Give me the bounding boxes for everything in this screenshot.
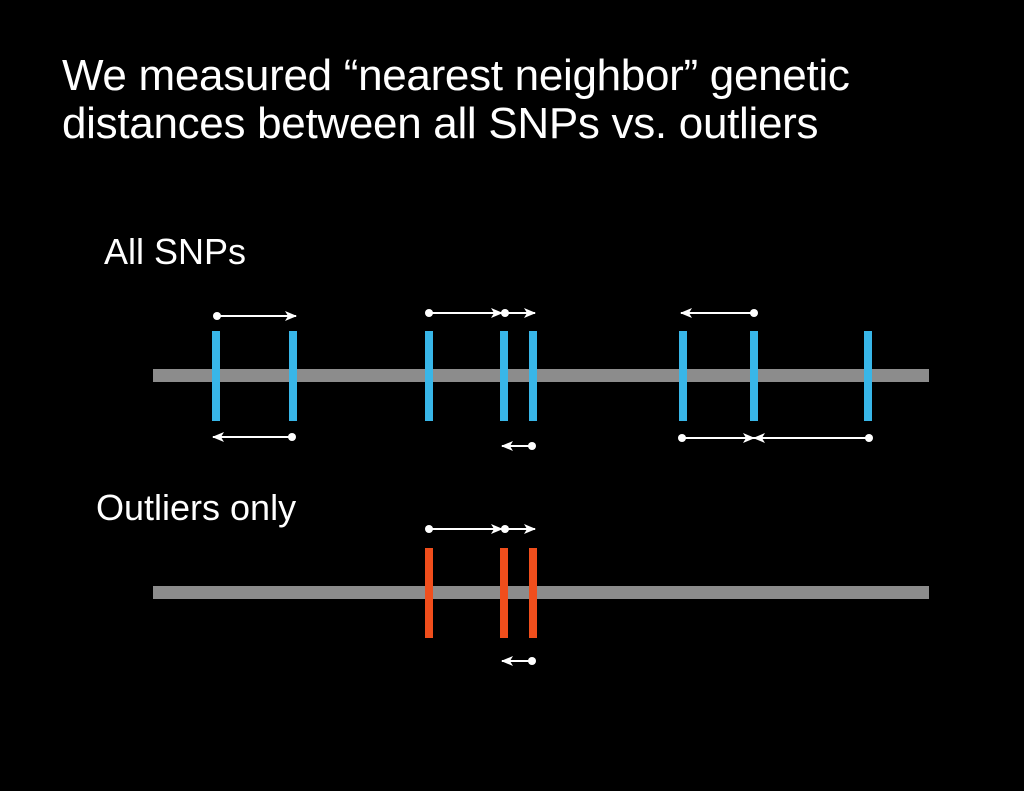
all-snps-label: All SNPs (104, 231, 247, 272)
slide-title-line-1: We measured “nearest neighbor” genetic (62, 51, 850, 100)
snp-marker (750, 331, 758, 421)
snp-marker (212, 331, 220, 421)
chromosome-bar (153, 586, 929, 599)
chromosome-bar (153, 369, 929, 382)
distance-arrow (213, 311, 297, 321)
distance-arrow (501, 441, 536, 451)
snp-marker (864, 331, 872, 421)
all-snps-panel (153, 308, 929, 451)
outlier-marker (425, 548, 433, 638)
distance-arrow (753, 433, 873, 443)
distance-arrow (501, 524, 536, 534)
outliers-only-label: Outliers only (96, 487, 297, 528)
distance-arrow (425, 308, 503, 318)
snp-marker (500, 331, 508, 421)
distance-arrow (680, 308, 758, 318)
slide-title: We measured “nearest neighbor” genetic d… (62, 52, 992, 148)
snp-marker (679, 331, 687, 421)
distance-arrow (678, 433, 755, 443)
outlier-marker (500, 548, 508, 638)
distance-arrow (501, 308, 536, 318)
snp-marker (425, 331, 433, 421)
snp-marker (529, 331, 537, 421)
slide-title-line-2: distances between all SNPs vs. outliers (62, 99, 819, 148)
outlier-marker (529, 548, 537, 638)
outliers-panel (153, 524, 929, 666)
snp-marker (289, 331, 297, 421)
distance-arrow (501, 656, 536, 666)
distance-arrow (425, 524, 503, 534)
distance-arrow (212, 432, 296, 442)
